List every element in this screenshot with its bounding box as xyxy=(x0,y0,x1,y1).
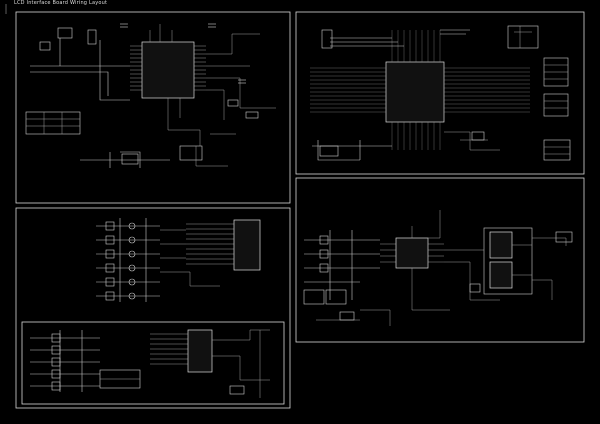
panel-bottom-left xyxy=(15,207,291,409)
panel-bottom-right xyxy=(295,177,585,343)
document-title: LCD Interface Board Wiring Layout xyxy=(14,0,108,6)
panel-top-left xyxy=(15,11,291,204)
panel-top-right xyxy=(295,11,585,175)
